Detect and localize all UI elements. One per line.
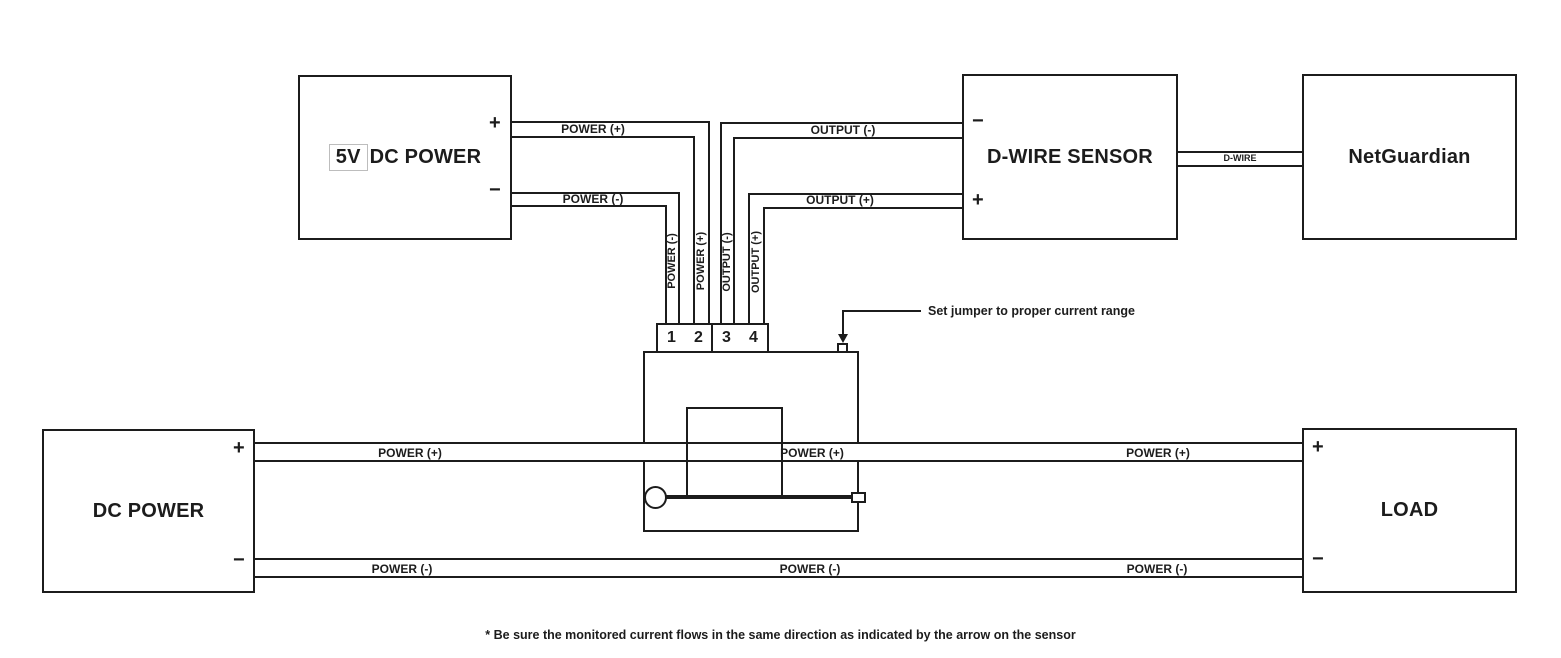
box-d-wire-sensor: D-WIRE SENSOR	[962, 74, 1178, 240]
lead-label-output-plus: OUTPUT (+)	[750, 230, 762, 294]
terminal-3: 3	[722, 329, 731, 346]
sensor-pivot-circle	[644, 486, 667, 509]
terminal-1: 1	[667, 329, 676, 346]
annotation-leader-v	[842, 310, 844, 336]
box-dc-power-title: DC POWER	[92, 499, 205, 522]
sensor-arm	[660, 495, 853, 499]
sensor-arm-end-cap	[851, 492, 866, 503]
wire-output-minus-inner-v	[733, 137, 735, 325]
terminal-5v-minus: −	[489, 179, 501, 201]
wire-power-minus-top-outer-v	[678, 192, 680, 325]
wire-power-plus-top-outer-v	[708, 121, 710, 325]
terminal-block-3-4: 3 4	[711, 323, 769, 353]
wire-output-plus-outer-v	[748, 193, 750, 325]
box-load-title: LOAD	[1380, 499, 1439, 521]
lead-label-power-minus: POWER (-)	[666, 233, 678, 289]
terminal-block-1-2: 1 2	[656, 323, 714, 353]
terminal-dwire-minus: −	[972, 110, 984, 132]
wire-output-plus-inner-v	[763, 207, 765, 325]
annotation-set-jumper: Set jumper to proper current range	[928, 304, 1135, 318]
wire-power-minus-top-inner-v	[665, 205, 667, 325]
terminal-dwire-plus: +	[972, 189, 984, 211]
box-netguardian-title: NetGuardian	[1348, 145, 1471, 168]
wire-power-minus-rail	[255, 558, 1302, 578]
rail-label-power-minus-middle: POWER (-)	[779, 562, 841, 576]
rail-label-power-minus-left: POWER (-)	[371, 562, 433, 576]
annotation-leader-h	[843, 310, 921, 312]
terminal-load-plus: +	[1312, 436, 1324, 458]
box-netguardian: NetGuardian	[1302, 74, 1517, 240]
wire-output-minus-outer-h	[720, 122, 962, 124]
box-5v-dc-power: 5V DC POWER	[298, 75, 512, 240]
lead-label-output-minus: OUTPUT (-)	[721, 232, 733, 292]
jumper-square	[837, 343, 848, 353]
wire-label-d-wire: D-WIRE	[1223, 153, 1257, 163]
wire-power-plus-top-inner-h	[512, 136, 695, 138]
wire-label-output-plus: OUTPUT (+)	[806, 193, 874, 207]
current-sensor-body	[643, 351, 859, 532]
box-5v-dc-power-label: DC POWER	[369, 146, 482, 168]
terminal-4: 4	[749, 329, 758, 346]
rail-label-power-minus-right: POWER (-)	[1126, 562, 1188, 576]
wire-power-minus-top-outer-h	[512, 192, 680, 194]
wire-output-plus-inner-h	[763, 207, 962, 209]
terminal-2: 2	[694, 329, 703, 346]
wire-power-plus-top-inner-v	[693, 136, 695, 325]
lead-label-power-plus: POWER (+)	[695, 231, 707, 291]
annotation-arrowhead	[838, 334, 848, 343]
wire-output-plus-outer-h	[748, 193, 962, 195]
rail-label-power-plus-left: POWER (+)	[378, 446, 442, 460]
terminal-5v-plus: +	[489, 112, 501, 134]
rail-label-power-plus-right: POWER (+)	[1126, 446, 1190, 460]
wire-d-wire-bottom	[1178, 165, 1302, 167]
wire-power-plus-top-outer-h	[512, 121, 710, 123]
terminal-dc-power-plus: +	[233, 437, 245, 459]
wire-output-minus-outer-v	[720, 122, 722, 325]
terminal-dc-power-minus: −	[233, 549, 245, 571]
box-dc-power: DC POWER	[42, 429, 255, 593]
wire-label-power-minus-top: POWER (-)	[562, 192, 624, 206]
wire-d-wire-top	[1178, 151, 1302, 153]
voltage-highlight-box: 5V	[328, 144, 368, 171]
wire-power-plus-rail	[255, 442, 1302, 462]
box-d-wire-sensor-title: D-WIRE SENSOR	[987, 145, 1153, 168]
terminal-load-minus: −	[1312, 548, 1324, 570]
rail-label-power-plus-middle: POWER (+)	[780, 446, 844, 460]
wire-label-power-plus-top: POWER (+)	[561, 122, 625, 136]
wire-label-output-minus: OUTPUT (-)	[810, 123, 876, 137]
sensor-sense-window	[686, 407, 783, 497]
footnote-current-direction: * Be sure the monitored current flows in…	[485, 628, 1076, 642]
box-load: LOAD	[1302, 428, 1517, 593]
box-5v-dc-power-title: 5V DC POWER	[328, 144, 482, 171]
wire-power-minus-top-inner-h	[512, 205, 667, 207]
wire-output-minus-inner-h	[733, 137, 962, 139]
